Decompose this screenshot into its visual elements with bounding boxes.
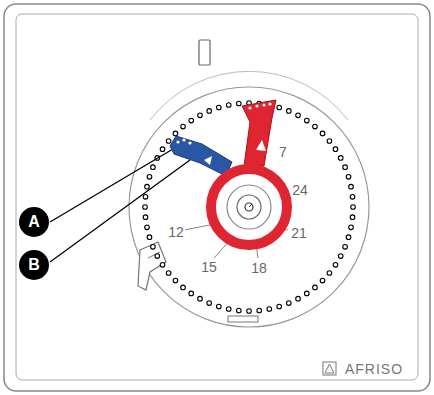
scale-dot [155, 254, 160, 259]
scale-dot [350, 215, 355, 220]
leader-line [50, 146, 178, 222]
scale-dot [349, 184, 354, 189]
scale-number: 15 [200, 260, 218, 274]
scale-dot [351, 205, 356, 210]
brand-logo: AFRISO [345, 362, 403, 376]
scale-dot [226, 307, 231, 312]
max-limit-tab [242, 100, 276, 166]
scale-dot [217, 304, 222, 309]
logo-triangle [325, 364, 334, 373]
tab-markings [176, 138, 212, 165]
scale-dot [237, 101, 242, 106]
scale-dot [277, 105, 282, 110]
scale-dot [277, 304, 282, 309]
scale-dot [151, 165, 156, 170]
scale-dot [286, 109, 291, 114]
scale-number: 12 [167, 225, 185, 239]
scale-dot [160, 262, 165, 267]
scale-dot [338, 156, 343, 161]
scale-dot [327, 271, 332, 276]
scale-dot [147, 175, 152, 180]
knob-screw-slot [249, 204, 252, 207]
scale-dot [181, 124, 186, 129]
scale-dot [313, 285, 318, 290]
scale-dot [198, 296, 203, 301]
scale-dot [296, 113, 301, 118]
scale-dot [320, 278, 325, 283]
scale-dot [207, 109, 212, 114]
dot-scale [143, 101, 356, 314]
scale-number: 7 [278, 145, 288, 159]
scale-dot [237, 308, 242, 313]
scale-dot [257, 308, 262, 313]
scale-dot [198, 113, 203, 118]
scale-dot [286, 301, 291, 306]
scale-dot [147, 235, 152, 240]
scale-dot [151, 244, 156, 249]
scale-dot [189, 291, 194, 296]
scale-dot [145, 184, 150, 189]
scale-dot [349, 225, 354, 230]
scale-dot [333, 262, 338, 267]
scale-dot [267, 307, 272, 312]
knob-screw [245, 203, 253, 211]
clip-line [148, 252, 160, 258]
tab-markings [248, 102, 271, 151]
scale-dot [338, 254, 343, 259]
scale-dot [313, 124, 318, 129]
scale-dot [143, 215, 148, 220]
scale-number: 24 [291, 183, 309, 197]
scale-dot [304, 118, 309, 123]
scale-number: 18 [250, 261, 268, 275]
scale-dot [296, 296, 301, 301]
scale-dot [346, 175, 351, 180]
knob-center [237, 195, 261, 219]
dial-base [129, 87, 369, 327]
scale-number: 21 [290, 226, 308, 240]
callout-letter: B [28, 256, 40, 274]
scale-dot [226, 103, 231, 108]
bottom-notch [228, 316, 258, 322]
scale-dot [327, 139, 332, 144]
leader-line [50, 160, 190, 262]
logo-box [323, 362, 336, 375]
scale-dot [207, 301, 212, 306]
scale-dot [247, 309, 252, 314]
scale-dot [346, 235, 351, 240]
scale-dot [320, 131, 325, 136]
callout-letter: A [28, 213, 40, 231]
scale-dot [173, 278, 178, 283]
housing-inner [16, 14, 418, 380]
callout-circle: A [19, 207, 49, 237]
release-clip [138, 242, 166, 290]
setpoint-ring [211, 169, 287, 245]
scale-dot [166, 271, 171, 276]
scale-dot [160, 147, 165, 152]
scale-dot [143, 195, 148, 200]
scale-dot [343, 165, 348, 170]
scale-dot [350, 195, 355, 200]
scale-dot [217, 105, 222, 110]
scale-dot [143, 205, 148, 210]
housing-outer [4, 4, 430, 391]
scale-dot [181, 285, 186, 290]
min-limit-tab [170, 136, 232, 176]
scale-dot [166, 139, 171, 144]
knob [227, 185, 271, 229]
scale-dot [343, 244, 348, 249]
scale-dot [304, 291, 309, 296]
scale-dot [145, 225, 150, 230]
scale-dot [173, 131, 178, 136]
callout-circle: B [19, 250, 49, 280]
scale-dot [333, 147, 338, 152]
indicator-slot [199, 40, 210, 65]
scale-dot [189, 118, 194, 123]
